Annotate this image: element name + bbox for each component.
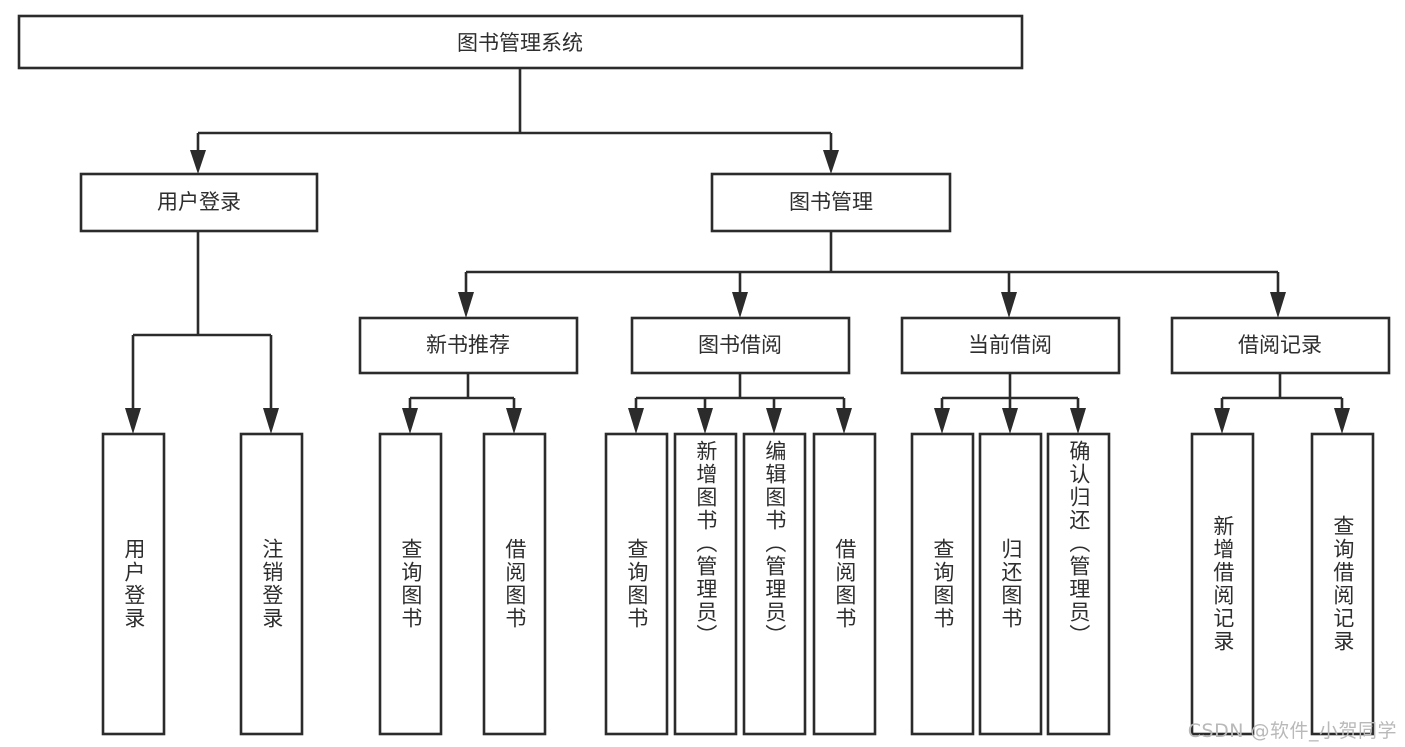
connector-group xyxy=(125,68,1350,434)
node-borrow-record-box[interactable] xyxy=(1170,316,1391,375)
leaf-box-user-login-1[interactable] xyxy=(101,432,166,736)
node-new-book-recommend[interactable]: 新书推荐 xyxy=(358,316,579,375)
leaf-box-book-borrow-1[interactable] xyxy=(604,432,669,736)
arrow-head-leaf-currentborrow-2 xyxy=(1002,408,1018,434)
leaf-box-book-borrow-2[interactable] xyxy=(673,432,738,736)
node-root-label: 图书管理系统 xyxy=(457,31,583,55)
arrow-head-leaf-currentborrow-1 xyxy=(934,408,950,434)
arrow-head-book-mgmt xyxy=(823,150,839,174)
node-root[interactable]: 图书管理系统 xyxy=(17,14,1024,70)
arrow-head-user-login xyxy=(190,150,206,174)
arrow-head-new-book xyxy=(458,292,474,318)
arrow-head-book-borrow xyxy=(732,292,748,318)
node-book-borrow-label: 图书借阅 xyxy=(698,333,782,357)
node-borrow-record-label: 借阅记录 xyxy=(1238,333,1322,357)
leaf-box-new-book-1[interactable] xyxy=(378,432,443,736)
node-book-management[interactable]: 图书管理 xyxy=(710,172,952,233)
leaf-box-borrow-record-1[interactable] xyxy=(1190,432,1255,736)
arrow-head-current-borrow xyxy=(1001,292,1017,318)
node-user-login-label: 用户登录 xyxy=(157,190,241,214)
leaf-box-group xyxy=(101,432,1375,736)
arrow-head-leaf-bookborrow-2 xyxy=(697,408,713,434)
arrow-head-leaf-currentborrow-3 xyxy=(1070,408,1086,434)
arrow-head-leaf-bookborrow-4 xyxy=(836,408,852,434)
node-borrow-record[interactable]: 借阅记录 xyxy=(1170,316,1391,375)
leaf-box-current-borrow-2[interactable] xyxy=(978,432,1043,736)
node-new-book-recommend-box[interactable] xyxy=(358,316,579,375)
arrow-head-borrow-record xyxy=(1270,292,1286,318)
arrow-head-leaf-newbook-2 xyxy=(506,408,522,434)
node-current-borrow-label: 当前借阅 xyxy=(968,333,1052,357)
leaf-box-book-borrow-4[interactable] xyxy=(812,432,877,736)
node-current-borrow-box[interactable] xyxy=(900,316,1121,375)
leaf-box-current-borrow-3[interactable] xyxy=(1046,432,1111,736)
node-new-book-recommend-label: 新书推荐 xyxy=(426,333,510,357)
leaf-box-book-borrow-3[interactable] xyxy=(742,432,807,736)
node-user-login[interactable]: 用户登录 xyxy=(79,172,319,233)
node-root-box[interactable] xyxy=(17,14,1024,70)
node-user-login-box[interactable] xyxy=(79,172,319,233)
arrow-head-leaf-user-login-1 xyxy=(125,408,141,434)
leaf-box-borrow-record-2[interactable] xyxy=(1310,432,1375,736)
arrow-head-leaf-bookborrow-1 xyxy=(628,408,644,434)
node-book-management-label: 图书管理 xyxy=(789,190,873,214)
arrow-head-leaf-newbook-1 xyxy=(402,408,418,434)
leaf-box-user-login-2[interactable] xyxy=(239,432,304,736)
arrow-head-leaf-borrowrecord-2 xyxy=(1334,408,1350,434)
node-book-borrow-box[interactable] xyxy=(630,316,851,375)
node-book-borrow[interactable]: 图书借阅 xyxy=(630,316,851,375)
arrow-head-leaf-user-login-2 xyxy=(263,408,279,434)
csdn-watermark: CSDN @软件_小贺同学 xyxy=(1187,720,1397,742)
arrow-head-leaf-borrowrecord-1 xyxy=(1214,408,1230,434)
node-current-borrow[interactable]: 当前借阅 xyxy=(900,316,1121,375)
arrow-head-leaf-bookborrow-3 xyxy=(766,408,782,434)
node-book-management-box[interactable] xyxy=(710,172,952,233)
leaf-box-current-borrow-1[interactable] xyxy=(910,432,975,736)
leaf-box-new-book-2[interactable] xyxy=(482,432,547,736)
